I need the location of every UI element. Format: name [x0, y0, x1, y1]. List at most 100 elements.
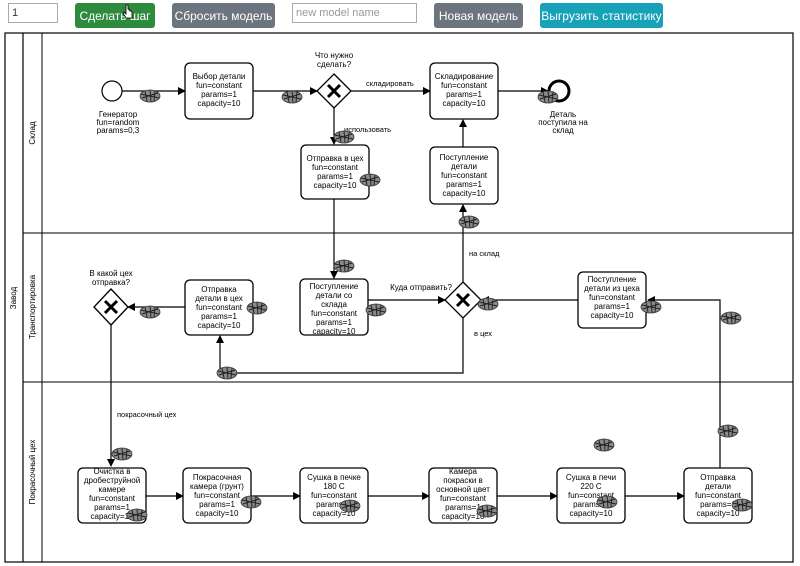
- token-icon: [476, 504, 498, 518]
- edge-label-to-warehouse: на склад: [469, 249, 500, 258]
- svg-text:Что нужно: Что нужно: [315, 51, 354, 60]
- svg-text:Сушка в печке: Сушка в печке: [307, 473, 361, 482]
- svg-text:основной цвет: основной цвет: [436, 485, 490, 494]
- gateway-what-to-do[interactable]: [316, 73, 352, 109]
- token-icon: [126, 508, 148, 522]
- lane-warehouse-label: Склад: [28, 121, 37, 144]
- token-icon: [477, 297, 499, 311]
- edges: [107, 87, 721, 500]
- svg-text:Поступление: Поступление: [310, 282, 359, 291]
- lane-transport-label: Транспортировка: [28, 274, 37, 339]
- gateway-which-shop[interactable]: [93, 288, 129, 326]
- svg-text:дробеструйной: дробеструйной: [84, 476, 140, 485]
- svg-text:fun=constant: fun=constant: [311, 309, 358, 318]
- task-receive-from-warehouse[interactable]: Поступление детали со склада fun=constan…: [299, 278, 369, 336]
- token-icon: [596, 495, 618, 509]
- task-receive-part[interactable]: Поступление детали fun=constant params=1…: [429, 146, 499, 205]
- svg-text:params=1: params=1: [316, 318, 352, 327]
- svg-text:220 С: 220 С: [580, 482, 602, 491]
- token-icon: [240, 495, 262, 509]
- task-oven-220[interactable]: Сушка в печи 220 С fun=constant params=1…: [556, 467, 626, 524]
- new-model-button[interactable]: Новая модель: [434, 3, 523, 28]
- gateway-where-to-send-label: Куда отправить?: [390, 283, 452, 292]
- svg-text:fun=constant: fun=constant: [194, 491, 241, 500]
- token-icon: [359, 173, 381, 187]
- end-event-label: Деталь поступила на склад: [538, 110, 588, 135]
- svg-text:Покрасочная: Покрасочная: [193, 473, 241, 482]
- svg-text:capacity=10: capacity=10: [198, 321, 241, 330]
- svg-text:capacity=10: capacity=10: [443, 189, 486, 198]
- task-receive-from-shop[interactable]: Поступление детали из цеха fun=constant …: [577, 271, 647, 329]
- task-paint-chamber[interactable]: Покрасочная камера (грунт) fun=constant …: [182, 467, 252, 524]
- edge-label-store: складировать: [366, 79, 414, 88]
- svg-text:Поступление: Поступление: [440, 153, 489, 162]
- token-icon: [339, 499, 361, 513]
- svg-text:params=1: params=1: [317, 172, 353, 181]
- svg-text:Выбор детали: Выбор детали: [193, 72, 246, 81]
- lane-paint-shop-label: Покрасочный цех: [28, 440, 37, 505]
- svg-text:В какой цех: В какой цех: [89, 269, 132, 278]
- svg-text:params=1: params=1: [316, 500, 352, 509]
- svg-text:Отправка: Отправка: [201, 285, 237, 294]
- svg-text:fun=constant: fun=constant: [196, 81, 243, 90]
- svg-text:Очистка в: Очистка в: [93, 467, 130, 476]
- token-icon: [365, 303, 387, 317]
- step-count-input[interactable]: [8, 3, 58, 23]
- svg-text:fun=constant: fun=constant: [440, 494, 487, 503]
- token-icon: [593, 438, 615, 452]
- svg-text:capacity=10: capacity=10: [697, 509, 740, 518]
- svg-text:Складирование: Складирование: [435, 72, 494, 81]
- svg-text:fun=constant: fun=constant: [695, 491, 742, 500]
- svg-text:fun=constant: fun=constant: [441, 171, 488, 180]
- svg-text:180 С: 180 С: [323, 482, 345, 491]
- token-icon: [720, 311, 742, 325]
- svg-text:отправка?: отправка?: [92, 278, 131, 287]
- svg-text:params=0,3: params=0,3: [97, 126, 140, 135]
- svg-text:склада: склада: [321, 300, 347, 309]
- svg-text:камера (грунт): камера (грунт): [190, 482, 244, 491]
- svg-text:детали: детали: [451, 162, 477, 171]
- task-blast-clean[interactable]: Очистка в дробеструйной камере fun=const…: [77, 467, 147, 524]
- token-icon: [333, 259, 355, 273]
- svg-text:capacity=10: capacity=10: [591, 311, 634, 320]
- svg-text:сделать?: сделать?: [317, 60, 352, 69]
- svg-text:capacity=10: capacity=10: [570, 509, 613, 518]
- export-stats-button[interactable]: Выгрузить статистику: [540, 3, 663, 28]
- svg-text:детали: детали: [705, 482, 731, 491]
- task-send-to-shop[interactable]: Отправка в цех fun=constant params=1 cap…: [300, 144, 370, 200]
- task-send-part[interactable]: Отправка детали fun=constant params=1 ca…: [683, 467, 753, 524]
- task-oven-180[interactable]: Сушка в печке 180 С fun=constant params=…: [299, 467, 369, 524]
- token-icon: [717, 424, 739, 438]
- gateway-where-to-send[interactable]: [444, 281, 482, 319]
- edge-sendpart-receiveshop: [647, 296, 721, 468]
- reset-model-button[interactable]: Сбросить модель: [172, 3, 275, 28]
- start-event[interactable]: [101, 80, 123, 102]
- token-icon: [139, 305, 161, 319]
- svg-text:fun=constant: fun=constant: [89, 494, 136, 503]
- svg-text:params=1: params=1: [573, 500, 609, 509]
- svg-text:fun=constant: fun=constant: [312, 163, 359, 172]
- svg-text:fun=constant: fun=constant: [441, 81, 488, 90]
- task-store[interactable]: Складирование fun=constant params=1 capa…: [429, 62, 499, 120]
- task-select-part[interactable]: Выбор детали fun=constant params=1 capac…: [184, 62, 254, 120]
- svg-text:Поступление: Поступление: [588, 275, 637, 284]
- svg-text:capacity=10: capacity=10: [442, 512, 485, 521]
- edge-label-paint-shop: покрасочный цех: [117, 410, 177, 419]
- svg-text:params=1: params=1: [446, 180, 482, 189]
- svg-text:capacity=10: capacity=10: [443, 99, 486, 108]
- svg-text:fun=random: fun=random: [97, 118, 140, 127]
- step-button[interactable]: Сделать шаг: [75, 3, 155, 28]
- token-icon: [216, 366, 238, 380]
- token-icon: [537, 90, 559, 104]
- svg-text:Деталь: Деталь: [550, 110, 576, 119]
- model-name-input[interactable]: [292, 3, 417, 23]
- svg-text:params=1: params=1: [199, 500, 235, 509]
- edge-label-to-shop: в цех: [474, 329, 492, 338]
- svg-text:capacity=10: capacity=10: [91, 512, 134, 521]
- token-icon: [640, 300, 662, 314]
- edge-label-use: использовать: [344, 125, 391, 134]
- task-send-part-to-shop[interactable]: Отправка детали в цех fun=constant param…: [184, 279, 254, 336]
- token-icon: [458, 215, 480, 229]
- svg-text:детали в цех: детали в цех: [195, 294, 242, 303]
